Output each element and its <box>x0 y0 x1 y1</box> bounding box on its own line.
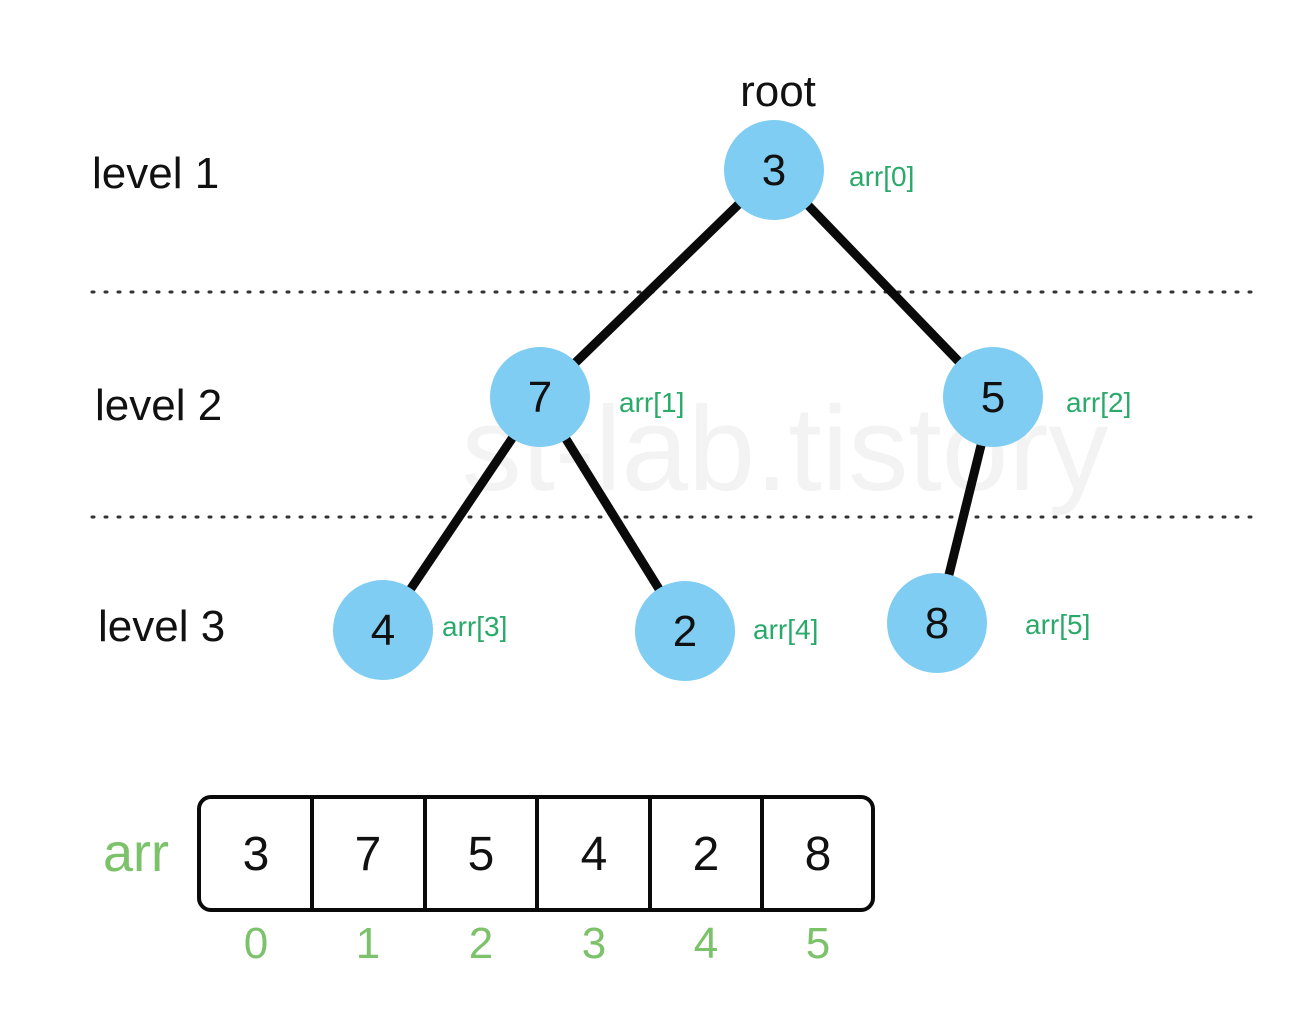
node-value: 5 <box>981 373 1005 422</box>
node-circle <box>943 347 1043 447</box>
node-circle <box>724 120 824 220</box>
level-1-label: level 1 <box>92 149 219 198</box>
tree-edge <box>559 189 755 378</box>
tree-node: 7 arr[1] <box>490 347 684 447</box>
tree-edge <box>397 421 526 606</box>
root-label: root <box>740 67 816 116</box>
node-value: 7 <box>528 373 552 422</box>
tree-node: 5 arr[2] <box>943 347 1131 447</box>
node-value: 2 <box>673 607 697 656</box>
node-index-label: arr[2] <box>1066 387 1131 418</box>
node-value: 8 <box>925 599 949 648</box>
array-cell-value: 5 <box>468 828 495 881</box>
tree-node: 2 arr[4] <box>635 581 818 681</box>
tree-edge <box>553 421 672 607</box>
node-index-label: arr[5] <box>1025 609 1090 640</box>
array-index-label: 0 <box>244 919 268 968</box>
node-index-label: arr[4] <box>753 614 818 645</box>
array-index-label: 2 <box>469 919 493 968</box>
node-circle <box>635 581 735 681</box>
tree-edge <box>792 189 975 378</box>
node-circle <box>490 347 590 447</box>
tree-node: 8 arr[5] <box>887 573 1090 673</box>
array-index-label: 1 <box>356 919 380 968</box>
array-cell-value: 8 <box>805 828 832 881</box>
node-value: 3 <box>762 146 786 195</box>
level-3-label: level 3 <box>98 602 225 651</box>
tree-edges <box>397 189 990 607</box>
array-cell-value: 2 <box>693 828 720 881</box>
tree-node: 3 arr[0] <box>724 120 914 220</box>
array-cell-value: 7 <box>355 828 382 881</box>
node-index-label: arr[0] <box>849 161 914 192</box>
node-index-label: arr[1] <box>619 387 684 418</box>
array-cell-value: 4 <box>581 828 608 881</box>
array-index-label: 3 <box>582 919 606 968</box>
node-circle <box>333 580 433 680</box>
tree-node: 4 arr[3] <box>333 580 507 680</box>
array-box <box>197 795 875 912</box>
array-index-label: 5 <box>806 919 830 968</box>
node-circle <box>887 573 987 673</box>
array-index-label: 4 <box>694 919 718 968</box>
array-name-label: arr <box>103 823 169 883</box>
array-cell-value: 3 <box>243 828 270 881</box>
node-value: 4 <box>371 606 395 655</box>
level-2-label: level 2 <box>95 381 222 430</box>
node-index-label: arr[3] <box>442 611 507 642</box>
tree-edge <box>940 426 990 594</box>
